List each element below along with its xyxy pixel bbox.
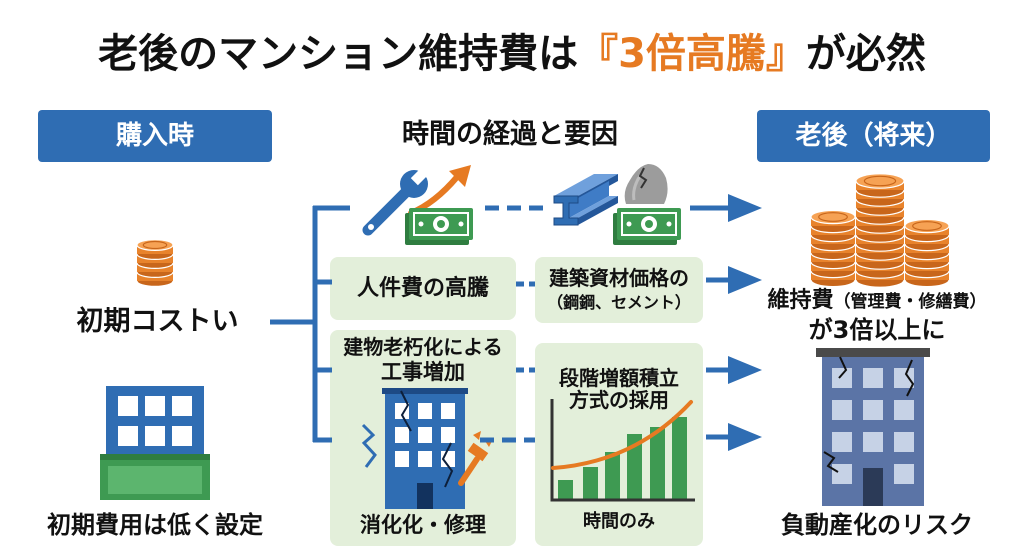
arrow-head-top	[728, 194, 762, 222]
title-highlight: 『3倍高騰』	[578, 31, 806, 77]
steel-beam-icon	[553, 174, 618, 226]
coin-stacks-icon	[810, 173, 950, 288]
building-icon	[100, 386, 210, 500]
rising-bar-chart-icon	[550, 399, 695, 502]
future-cost-result: が3倍以上に	[808, 316, 946, 344]
cracked-building-icon	[361, 388, 493, 509]
future-risk-caption: 負動産化のリスク	[781, 511, 973, 539]
future-cost-detail: （管理費・修繕費）	[833, 292, 987, 312]
factor-reserve-caption: 時間のみ	[583, 511, 655, 532]
future-header: 老後（将来）	[757, 110, 990, 162]
title-text-start: 老後のマンション維持費は	[98, 31, 579, 77]
cement-bag-icon	[624, 164, 668, 204]
initial-cost-label: 初期コストい	[76, 306, 239, 337]
factor-aging-line1: 建物老朽化による	[343, 335, 503, 359]
purchase-header: 購入時	[38, 110, 272, 162]
money-bill-icon	[405, 208, 473, 245]
factor-box-materials: 建築資材価格の （鋼鋼、セメント）	[535, 257, 703, 323]
arrow-head-upper	[728, 356, 762, 384]
future-cost-line1: 維持費（管理費・修繕費）	[757, 287, 997, 316]
page-title: 老後のマンション維持費は『3倍高騰』が必然	[0, 24, 1024, 84]
factor-aging-line2: 工事増加	[381, 360, 465, 384]
factor-reserve-line2: 方式の採用	[569, 388, 669, 412]
wrench-icon	[362, 166, 430, 236]
money-bill-icon	[613, 208, 681, 245]
initial-cost-caption: 初期費用は低く設定	[47, 511, 263, 539]
factor-reserve-line1: 段階増額積立	[559, 366, 679, 390]
arrow-head-lower	[728, 423, 762, 451]
factor-materials-line2: （鋼鋼、セメント）	[547, 293, 691, 312]
factors-heading: 時間の経過と要因	[402, 119, 618, 150]
title-text-end: が必然	[805, 31, 926, 77]
factor-aging-caption: 消化化・修理	[360, 513, 486, 537]
factor-materials-line1: 建築資材価格の	[549, 266, 689, 290]
factor-labor-label: 人件費の高騰	[356, 276, 489, 301]
coin-stack-icon	[136, 239, 174, 287]
future-cost-main: 維持費	[767, 288, 834, 313]
factor-box-labor: 人件費の高騰	[330, 257, 516, 320]
aged-building-icon	[816, 348, 930, 506]
